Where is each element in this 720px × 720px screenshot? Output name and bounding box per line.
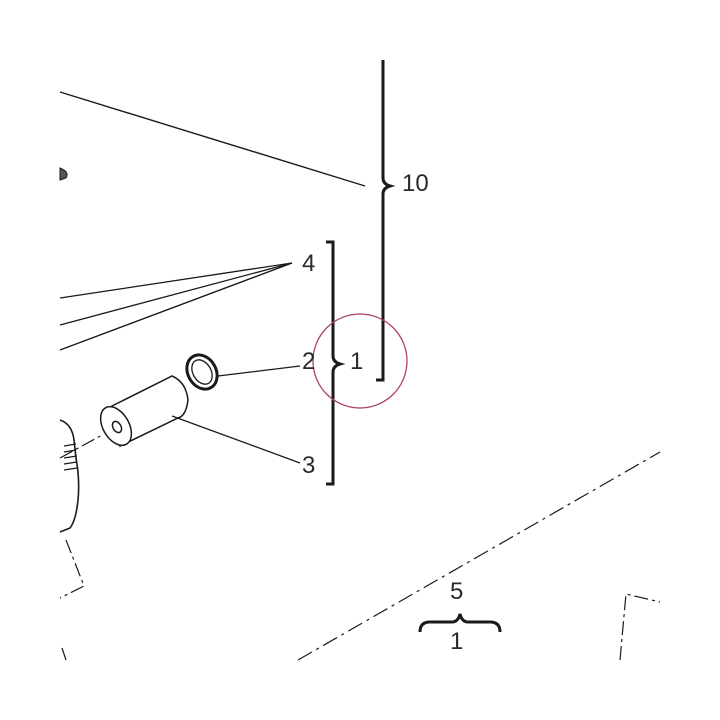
leader-line-4c [59,262,293,351]
callout-10: 10 [402,170,429,197]
boundary-dashdot-left [59,539,85,599]
callout-1-group: 1 [350,348,364,375]
bracket-10 [376,60,396,382]
axis-line [59,433,105,459]
partial-part-top-left [59,167,68,181]
highlight-circle [312,313,408,409]
o-ring-outer [185,353,219,391]
thread-marks [63,443,78,471]
callout-3: 3 [302,452,316,479]
callout-1-bottom: 1 [450,628,464,655]
boundary-dashdot-diagonal [297,451,661,661]
leader-line-4a [59,262,293,299]
o-ring-inner [191,359,213,385]
cylinder-sleeve [99,375,189,448]
threaded-body-partial [59,419,80,533]
callout-5: 5 [450,578,464,605]
callout-2: 2 [302,348,316,375]
leader-line-10 [59,91,366,187]
callout-4: 4 [302,250,316,277]
leader-line-4b [59,262,293,326]
leader-line-2 [217,365,301,377]
boundary-dashdot-right [619,593,661,661]
bracket-group-1 [326,240,346,486]
leader-line-3 [171,415,301,464]
bracket-5 [418,613,502,633]
boundary-dashdot-left-tick [61,647,67,661]
